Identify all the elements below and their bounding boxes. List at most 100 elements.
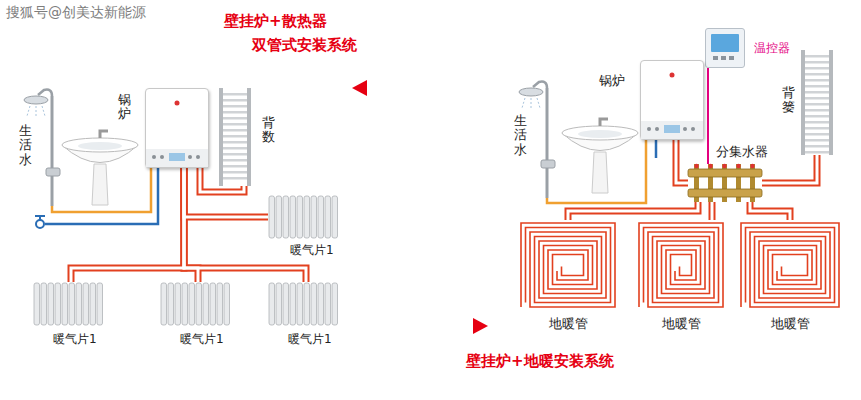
rack-bar	[805, 127, 829, 130]
coil-drawing	[518, 220, 618, 310]
radiator-section	[196, 283, 202, 325]
pipe-core	[184, 168, 268, 217]
rack-bar	[805, 91, 829, 94]
floor-heating-loop: 地暖管	[636, 220, 726, 310]
control-knob	[691, 127, 695, 131]
radiator-label: 暖气片1	[290, 243, 334, 257]
basin-pedestal	[592, 152, 608, 193]
pipe	[676, 140, 688, 183]
pipe	[184, 168, 268, 217]
loop-label: 地暖管	[549, 316, 588, 332]
radiator-section	[76, 283, 82, 325]
radiator-section	[55, 283, 61, 325]
shower-head	[24, 96, 48, 104]
rack-rail	[247, 88, 251, 186]
pipe	[52, 168, 151, 212]
pipe-core	[184, 168, 198, 282]
fixture-label: 生活水	[19, 124, 32, 167]
shower-unit: 生活水	[15, 78, 77, 206]
radiator: 暖气片1	[268, 282, 344, 326]
rack-bar	[805, 67, 829, 70]
radiator-label: 暖气片1	[53, 332, 97, 346]
radiator-label: 暖气片1	[288, 332, 332, 346]
pipe	[71, 168, 184, 282]
rack-rail	[219, 88, 223, 186]
wall-boiler: 锅炉	[145, 88, 209, 168]
rack-bar	[223, 177, 247, 180]
water-spray	[522, 98, 540, 108]
pipe-core	[676, 140, 688, 183]
heating-coil	[521, 223, 615, 307]
rack-bar	[805, 103, 829, 106]
manifold-bar	[688, 189, 762, 197]
towel-radiator: 背数	[218, 88, 252, 186]
thermostat-screen	[711, 34, 739, 52]
boiler-drawing	[146, 89, 208, 167]
rack-bar	[805, 55, 829, 58]
thermo-drawing	[706, 29, 744, 67]
pipe-core	[184, 168, 306, 282]
basin-rim	[62, 138, 138, 152]
heating-coil	[639, 223, 723, 307]
control-knob	[683, 127, 687, 131]
rack-bar	[805, 139, 829, 142]
shower-pole	[546, 88, 549, 198]
faucet	[100, 131, 108, 138]
faucet	[600, 119, 608, 126]
radiator-section	[304, 196, 310, 238]
radiator-section	[41, 283, 47, 325]
pipe-core	[762, 155, 817, 183]
pipe	[707, 68, 709, 164]
radiator-section	[276, 283, 282, 325]
radiator-section	[269, 283, 275, 325]
rack-bar	[223, 129, 247, 132]
radiator-section	[311, 283, 317, 325]
manifold-bar	[688, 169, 762, 177]
wall-boiler: 锅炉	[640, 60, 704, 140]
coil-drawing	[636, 220, 726, 310]
fixture-label: 生活水	[514, 114, 527, 157]
floor-heating-loop: 地暖管	[518, 220, 618, 310]
valve-cap	[694, 164, 698, 168]
pipe-core	[711, 202, 714, 220]
radiator-section	[182, 283, 188, 325]
rad-drawing	[33, 282, 109, 326]
radiator-section	[311, 196, 317, 238]
radiator-section	[332, 283, 338, 325]
rack-bar	[223, 141, 247, 144]
radiator-section	[297, 283, 303, 325]
rack-bar	[805, 145, 829, 148]
radiator-section	[283, 283, 289, 325]
valve-handle	[35, 216, 45, 220]
wash-basin-right	[562, 119, 638, 193]
coil-drawing	[738, 220, 842, 310]
shower-arm	[533, 82, 547, 88]
pipe	[184, 168, 306, 282]
pointer-triangle	[352, 80, 367, 96]
diagram-heading: 壁挂炉+散热器	[224, 12, 327, 30]
radiator-section	[83, 283, 89, 325]
boiler-drawing	[641, 61, 703, 139]
basin-inner	[78, 142, 122, 150]
diagram-heading: 双管式安装系统	[252, 36, 357, 54]
radiator: 暖气片1	[160, 282, 236, 326]
boiler-label: 锅炉	[118, 93, 131, 122]
shower-pole	[51, 96, 54, 206]
radiator: 暖气片1	[33, 282, 109, 326]
towel-radiator: 背篓	[800, 50, 834, 155]
control-panel	[641, 121, 703, 139]
radiator-section	[168, 283, 174, 325]
shower-unit: 生活水	[510, 70, 565, 198]
control-knob	[647, 127, 651, 131]
radiator-section	[283, 196, 289, 238]
valve-cap	[750, 164, 754, 168]
radiator-section	[325, 283, 331, 325]
radiator-section	[62, 283, 68, 325]
watermark: 搜狐号@创美达新能源	[6, 4, 146, 21]
radiator-section	[34, 283, 40, 325]
pipe	[750, 202, 790, 220]
wash-basin-left	[62, 131, 138, 205]
radiator-section	[290, 283, 296, 325]
radiator-section	[48, 283, 54, 325]
